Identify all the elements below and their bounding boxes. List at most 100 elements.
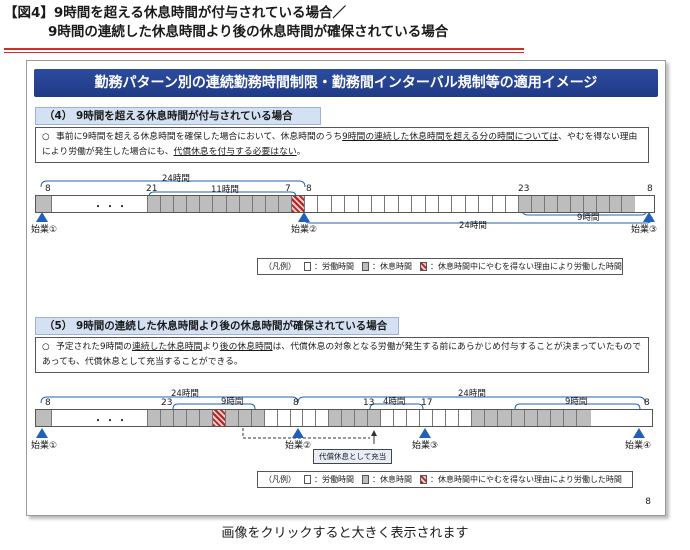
rest-hour-cell — [564, 410, 578, 426]
rest-hour-cell — [174, 196, 188, 212]
start-label-3: 始業③ — [631, 225, 658, 235]
rest-hour-cell — [328, 410, 342, 426]
rest-hour-cell — [577, 410, 591, 426]
slide-image[interactable]: 勤務パターン別の連続勤務時間制限・勤務間インターバル規制等の適用イメージ （4）… — [26, 60, 666, 516]
header-line-1: 【図4】9時間を超える休息時間が付与されている場合／ — [4, 4, 686, 23]
figure-header: 【図4】9時間を超える休息時間が付与されている場合／ 9時間の連続した休息時間よ… — [4, 4, 686, 53]
work-hour-cell — [412, 196, 426, 212]
rest-hour-cell — [252, 410, 265, 426]
work-hour-cell — [438, 196, 453, 212]
start-marker-icon — [419, 428, 431, 438]
rest-hour-cell — [161, 196, 175, 212]
start-label-2: 始業② — [285, 441, 312, 451]
time-8: 8 — [45, 398, 51, 408]
ellipsis: ・・・ — [93, 416, 129, 427]
span-label-9h: 9時間 — [577, 213, 600, 223]
legend-swatch-rest — [362, 475, 369, 484]
work-hour-cell — [358, 196, 372, 212]
bullet: ○ — [42, 132, 50, 142]
time-8: 8 — [647, 184, 653, 194]
rest-hour-cell — [551, 410, 565, 426]
work-hour-cell — [425, 196, 439, 212]
work-hour-cell — [505, 196, 520, 212]
start-marker-icon — [298, 212, 310, 222]
work-hour-cell — [277, 410, 291, 426]
span-label-24h: 24時間 — [162, 174, 190, 184]
section-5-title: （5） 9時間の連続した休息時間より後の休息時間が確保されている場合 — [35, 317, 399, 335]
rest-hour-cell — [187, 410, 200, 426]
work-hour-cell — [318, 196, 332, 212]
time-8: 8 — [306, 184, 312, 194]
start-marker-icon — [36, 212, 48, 222]
unavoidable-work-cell — [292, 196, 306, 212]
legend-swatch-unavoidable — [420, 475, 427, 484]
rest-hour-cell — [485, 410, 499, 426]
span-label-24h: 24時間 — [171, 389, 199, 399]
span-label-11h: 11時間 — [211, 185, 239, 195]
work-hour-cell — [265, 410, 278, 426]
rest-hour-cell — [239, 410, 252, 426]
start-marker-icon — [292, 428, 304, 438]
start-label-1: 始業① — [31, 441, 58, 451]
legend-2: （凡例）：労働時間：休息時間：休息時間中にやむを得ない理由により労働した時間 — [257, 471, 633, 488]
rest-hour-cell — [537, 410, 552, 426]
rest-hour-cell — [511, 410, 525, 426]
header-title-1: 9時間を超える休息時間が付与されている場合／ — [53, 5, 346, 21]
unavoidable-work-cell — [213, 410, 226, 426]
work-hour-cell — [479, 196, 493, 212]
click-to-enlarge-caption[interactable]: 画像をクリックすると大きく表示されます — [221, 526, 469, 541]
rest-hour-cell — [252, 196, 266, 212]
rest-hour-cell — [187, 196, 201, 212]
rest-hour-cell — [583, 196, 597, 212]
rest-hour-cell — [200, 410, 213, 426]
section-4-note: ○事前に9時間を超える休息時間を確保した場合において、休息時間のうち9時間の連続… — [35, 127, 649, 163]
rest-hour-cell — [524, 410, 538, 426]
start-marker-icon — [643, 212, 655, 222]
work-hour-cell — [492, 196, 506, 212]
work-hour-cell — [345, 196, 359, 212]
rest-hour-cell — [341, 410, 355, 426]
work-hour-cell — [465, 196, 480, 212]
rest-hour-cell — [161, 410, 174, 426]
rest-hour-cell — [557, 196, 571, 212]
rest-hour-cell — [213, 196, 227, 212]
time-23: 23 — [161, 398, 173, 408]
work-hour-cell — [385, 196, 399, 212]
rest-hour-cell — [609, 196, 623, 212]
section-5-note: ○予定された9時間の連続した休息時間より後の休息時間は、代償休息の対象となる労働… — [35, 337, 649, 373]
span-label-24h: 24時間 — [459, 221, 487, 231]
time-7: 7 — [285, 184, 291, 194]
time-23: 23 — [518, 184, 530, 194]
time-17: 17 — [421, 398, 433, 408]
legend-1: （凡例）：労働時間：休息時間：休息時間中にやむを得ない理由により労働した時間 — [257, 258, 623, 275]
section-5-timeline-bar — [35, 409, 653, 427]
page-number: 8 — [645, 497, 651, 507]
section-4-timeline-bar — [35, 195, 655, 213]
rest-hour-cell — [36, 410, 52, 426]
time-21: 21 — [146, 184, 158, 194]
work-hour-cell — [452, 196, 466, 212]
slide-banner: 勤務パターン別の連続勤務時間制限・勤務間インターバル規制等の適用イメージ — [34, 69, 658, 97]
rest-hour-cell — [367, 410, 381, 426]
start-label-1: 始業① — [31, 225, 58, 235]
rest-hour-cell — [570, 196, 584, 212]
legend-swatch-unavoidable — [420, 262, 427, 271]
work-hour-cell — [393, 410, 407, 426]
rest-hour-cell — [200, 196, 214, 212]
span-label-9h: 9時間 — [565, 397, 588, 407]
work-hour-cell — [371, 196, 386, 212]
time-8: 8 — [644, 398, 650, 408]
span-label-9h: 9時間 — [221, 397, 244, 407]
time-8: 8 — [293, 398, 299, 408]
bullet: ○ — [42, 342, 50, 352]
work-hour-cell — [432, 410, 446, 426]
start-label-2: 始業② — [291, 225, 318, 235]
time-13: 13 — [363, 398, 375, 408]
rest-hour-cell — [532, 196, 546, 212]
rest-hour-cell — [226, 196, 240, 212]
work-hour-cell — [406, 410, 420, 426]
work-hour-cell — [445, 410, 459, 426]
rest-hour-cell — [519, 196, 533, 212]
rest-hour-cell — [498, 410, 512, 426]
work-hour-cell — [419, 410, 433, 426]
